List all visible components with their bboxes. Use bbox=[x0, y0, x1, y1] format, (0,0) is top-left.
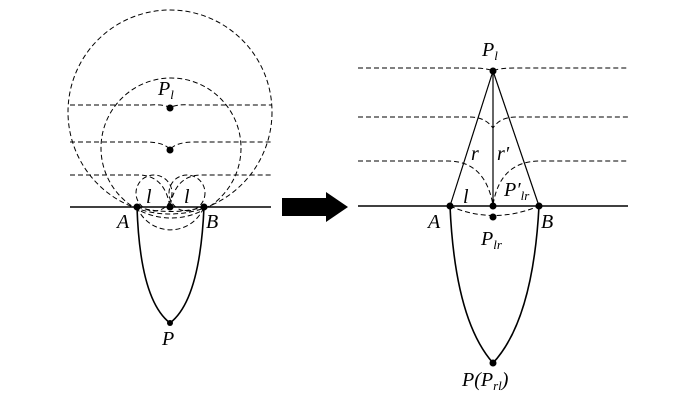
point-Plr bbox=[489, 213, 497, 221]
label-P1-right: Pl bbox=[481, 39, 498, 63]
label-P: P bbox=[161, 328, 174, 350]
point-Plr-prime bbox=[489, 202, 497, 210]
point-P1-right bbox=[489, 67, 497, 75]
small-circle-left bbox=[135, 174, 173, 212]
medium-circle bbox=[100, 77, 242, 219]
label-B-right: B bbox=[541, 211, 553, 233]
point-A-right bbox=[446, 202, 454, 210]
lens-curve-right bbox=[449, 205, 540, 365]
point-mid bbox=[166, 203, 174, 211]
point-A bbox=[133, 203, 141, 211]
label-P1: Pl bbox=[157, 78, 174, 102]
left-panel: Pl l l A B P bbox=[67, 9, 273, 350]
arrow-icon bbox=[282, 192, 348, 222]
label-B: B bbox=[206, 211, 218, 233]
field-line-3 bbox=[70, 174, 272, 208]
label-P-Prl: P(Prl) bbox=[461, 369, 509, 393]
label-r-prime: r′ bbox=[497, 143, 510, 165]
label-A-right: A bbox=[426, 211, 441, 233]
point-B-right bbox=[535, 202, 543, 210]
right-panel: Pl r r′ l P′lr A B Plr P(Prl) bbox=[358, 39, 628, 393]
point-P1 bbox=[166, 104, 174, 112]
point-inner bbox=[166, 146, 174, 154]
point-P-right bbox=[489, 359, 497, 367]
label-l-left: l bbox=[146, 186, 152, 208]
field-line-2 bbox=[70, 141, 272, 151]
label-l-right: l bbox=[184, 186, 190, 208]
lower-arc bbox=[136, 206, 205, 231]
lens-curve bbox=[136, 206, 205, 325]
label-Plr: Plr bbox=[480, 228, 503, 252]
point-B bbox=[200, 203, 208, 211]
label-l: l bbox=[463, 186, 469, 208]
label-Plr-prime: P′lr bbox=[503, 179, 530, 203]
point-P bbox=[167, 320, 173, 326]
line-right bbox=[492, 70, 540, 207]
chord-arc bbox=[136, 206, 205, 212]
line-r bbox=[449, 70, 494, 207]
lower-arc-right bbox=[449, 205, 540, 216]
large-circle bbox=[67, 9, 273, 215]
label-A: A bbox=[115, 211, 130, 233]
label-r: r bbox=[471, 143, 479, 165]
small-circle-right bbox=[168, 174, 206, 212]
